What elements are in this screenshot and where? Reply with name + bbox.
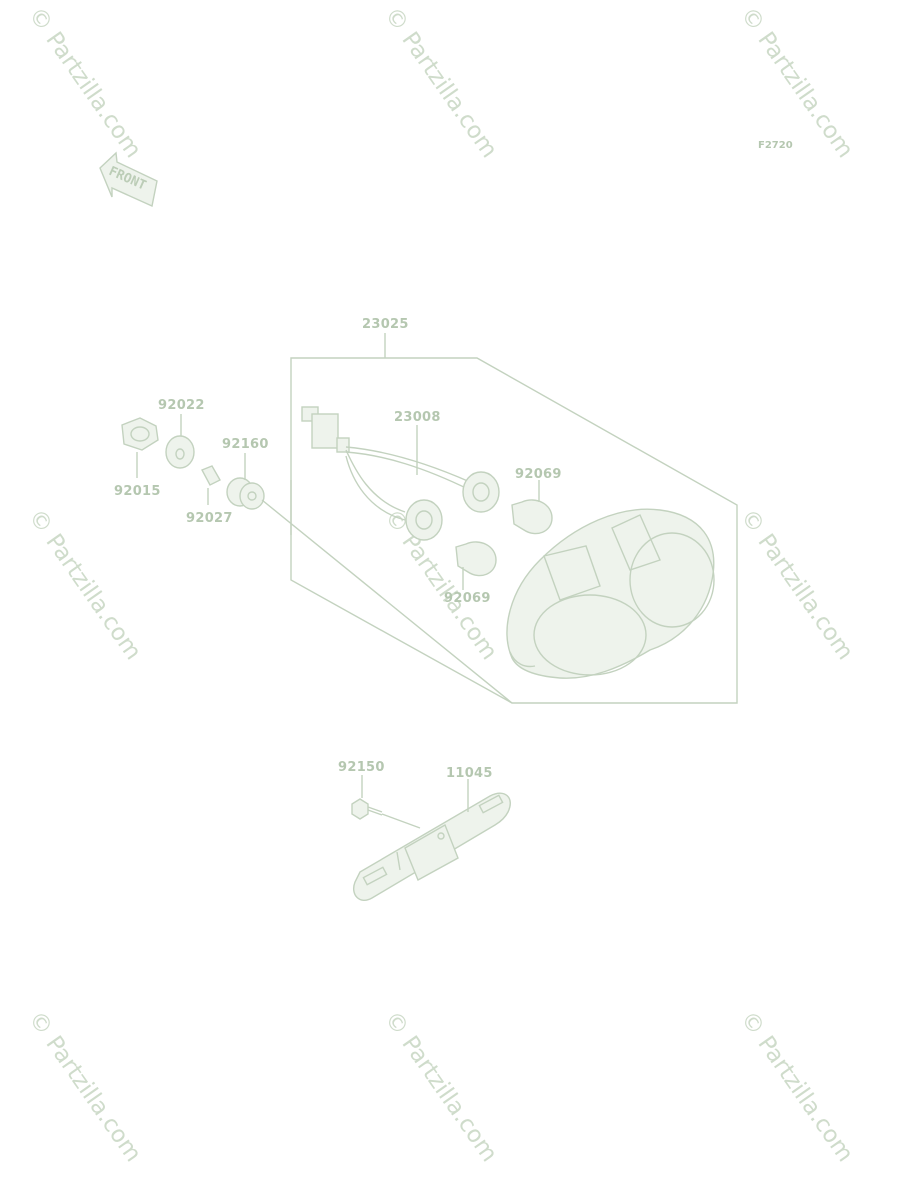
watermark: © Partzilla.com	[379, 1007, 502, 1167]
part-label-92015: 92015	[114, 484, 161, 499]
collar-92027	[201, 465, 221, 505]
watermark: © Partzilla.com	[379, 3, 502, 163]
part-label-23025: 23025	[362, 317, 409, 332]
watermark: © Partzilla.com	[23, 3, 146, 163]
part-label-92022: 92022	[158, 398, 205, 413]
bulb-lower	[455, 541, 497, 590]
bulb-upper	[511, 480, 553, 535]
part-label-92150: 92150	[338, 760, 385, 775]
part-label-92069-lower: 92069	[444, 591, 491, 606]
part-label-92027: 92027	[186, 511, 233, 526]
nut-92015	[121, 417, 159, 478]
part-label-92069-upper: 92069	[515, 467, 562, 482]
grommet-92160	[226, 453, 513, 704]
part-label-11045: 11045	[446, 766, 493, 781]
bracket-11045	[353, 779, 511, 901]
part-label-92160: 92160	[222, 437, 269, 452]
watermark: © Partzilla.com	[23, 1007, 146, 1167]
watermark: © Partzilla.com	[735, 1007, 858, 1167]
tail-light-housing	[506, 508, 715, 679]
bolt-92150	[351, 775, 421, 829]
watermark: © Partzilla.com	[735, 505, 858, 665]
front-arrow-icon: FRONT	[99, 151, 158, 207]
washer-92022	[165, 414, 195, 469]
watermark: © Partzilla.com	[735, 3, 858, 163]
part-label-23008: 23008	[394, 410, 441, 425]
assembly-outline	[290, 333, 738, 704]
wiring-harness	[301, 406, 500, 541]
diagram-code: F2720	[758, 140, 793, 151]
watermark: © Partzilla.com	[23, 505, 146, 665]
